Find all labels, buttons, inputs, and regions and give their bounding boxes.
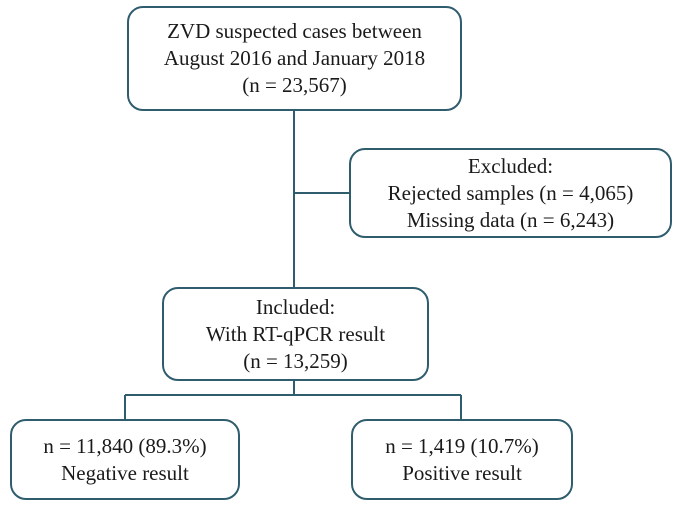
excluded-rejected-samples: Rejected samples (n = 4,065) — [387, 180, 634, 205]
negative-count: n = 11,840 (89.3%) — [43, 433, 207, 458]
positive-count: n = 1,419 (10.7%) — [385, 433, 539, 458]
suspected-count: (n = 23,567) — [242, 73, 347, 97]
negative-label: Negative result — [61, 460, 189, 485]
excluded-missing-data: Missing data (n = 6,243) — [406, 207, 615, 232]
suspected-line-1: ZVD suspected cases between — [167, 19, 422, 43]
included-description: With RT-qPCR result — [205, 321, 386, 346]
excluded-heading: Excluded: — [467, 153, 554, 178]
negative-result-box: n = 11,840 (89.3%) Negative result — [10, 419, 240, 500]
suspected-cases-box: ZVD suspected cases between August 2016 … — [127, 6, 462, 111]
included-heading: Included: — [255, 294, 336, 319]
included-box: Included: With RT-qPCR result (n = 13,25… — [162, 287, 429, 381]
included-count: (n = 13,259) — [243, 348, 348, 373]
positive-label: Positive result — [402, 460, 522, 485]
excluded-box: Excluded: Rejected samples (n = 4,065) M… — [349, 148, 672, 238]
positive-result-box: n = 1,419 (10.7%) Positive result — [351, 419, 573, 500]
suspected-line-2: August 2016 and January 2018 — [163, 46, 426, 70]
